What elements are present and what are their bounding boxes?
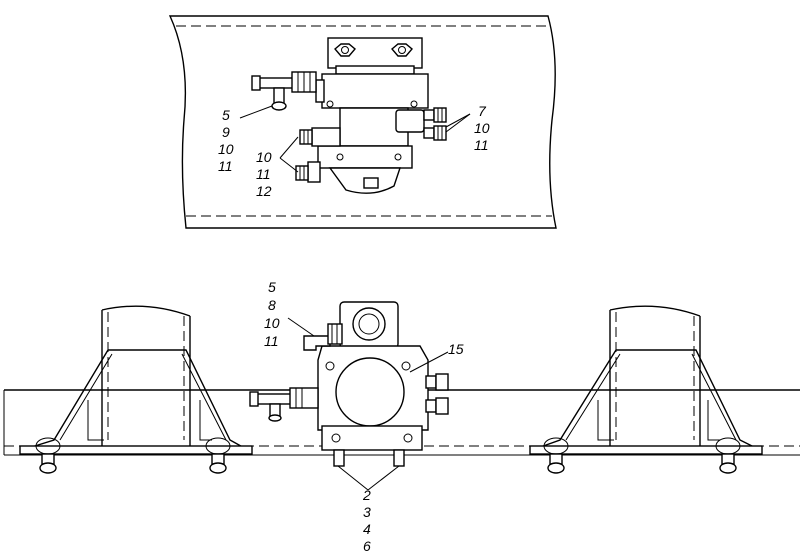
callout-main-top: 5 8 10 11 bbox=[264, 279, 280, 349]
elbow-fitting bbox=[303, 323, 343, 351]
label-5: 5 bbox=[222, 107, 230, 123]
main-view: 5 8 10 11 15 2 3 4 6 bbox=[3, 279, 800, 554]
label-10: 10 bbox=[256, 149, 272, 165]
callout-top-bottom-left: 10 11 12 bbox=[256, 149, 272, 199]
callout-top-left: 5 9 10 11 bbox=[218, 107, 234, 174]
top-mounting-bracket bbox=[327, 37, 423, 75]
top-left-fittings bbox=[295, 127, 341, 183]
label-7: 7 bbox=[478, 103, 487, 119]
label-9: 9 bbox=[222, 124, 230, 140]
top-detail-view: 5 9 10 11 7 10 11 10 11 12 bbox=[168, 15, 557, 229]
label-6: 6 bbox=[363, 538, 371, 554]
label-11: 11 bbox=[218, 158, 233, 174]
label-2: 2 bbox=[362, 487, 371, 503]
label-5: 5 bbox=[268, 279, 276, 295]
label-10: 10 bbox=[474, 120, 490, 136]
label-8: 8 bbox=[268, 297, 276, 313]
label-11: 11 bbox=[256, 166, 271, 182]
label-12: 12 bbox=[256, 183, 272, 199]
label-15: 15 bbox=[448, 341, 464, 357]
label-10: 10 bbox=[218, 141, 234, 157]
top-right-fittings bbox=[423, 107, 447, 141]
label-11: 11 bbox=[474, 137, 489, 153]
top-tee-fitting bbox=[251, 71, 317, 111]
main-right-fittings bbox=[425, 373, 449, 415]
top-valve-body bbox=[315, 73, 429, 194]
label-4: 4 bbox=[363, 521, 371, 537]
valve-assembly bbox=[317, 301, 429, 467]
label-11: 11 bbox=[264, 333, 279, 349]
callout-main-bottom: 2 3 4 6 bbox=[362, 487, 371, 554]
right-crossmember bbox=[529, 305, 763, 474]
label-10: 10 bbox=[264, 315, 280, 331]
callout-top-right: 7 10 11 bbox=[474, 103, 490, 153]
label-3: 3 bbox=[363, 504, 371, 520]
left-crossmember bbox=[19, 305, 253, 474]
main-tee-fitting bbox=[249, 387, 319, 422]
